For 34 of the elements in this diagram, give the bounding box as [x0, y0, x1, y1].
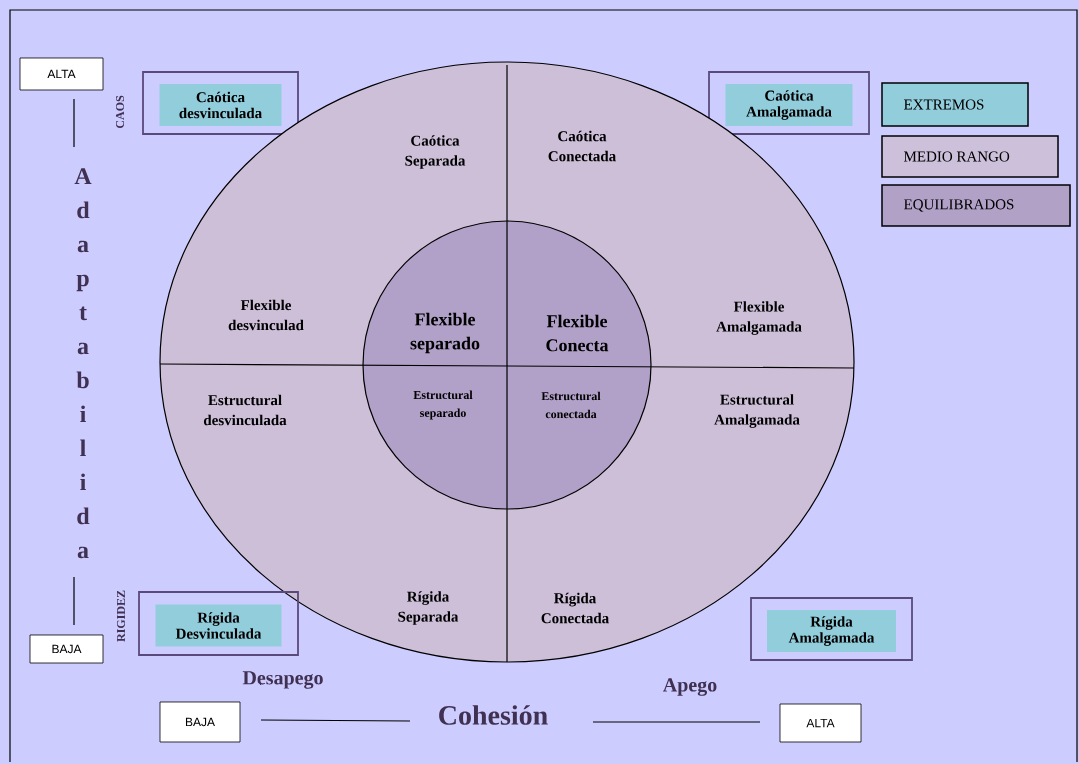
region-label: Estructural separado [413, 390, 473, 420]
frame-box [750, 597, 913, 661]
region-label: Estructural conectada [541, 391, 601, 419]
legend-text: MEDIO RANGO [904, 151, 1010, 162]
quadrant-box: Rígida Desvinculada [155, 604, 282, 647]
region-label: Caótica Conectada [548, 130, 616, 162]
scale-box: ALTA [779, 703, 862, 743]
region-label: Estructural desvinculada [203, 394, 287, 426]
region-label: Caótica Separada [405, 135, 466, 169]
axis-label: CAOS [115, 95, 125, 129]
region-label: Flexible Amalgamada [716, 301, 802, 335]
region-label: Flexible Conecta [546, 314, 609, 352]
region-label: Flexible separado [410, 312, 480, 354]
region-label: Flexible desvinculad [228, 299, 304, 331]
scale-box: ALTA [19, 57, 104, 91]
legend-text: EQUILIBRADOS [904, 199, 1014, 212]
region-label: Rígida Separada [398, 591, 459, 625]
inner-circle [362, 220, 652, 510]
frame-box [138, 591, 299, 656]
region-label: Rígida Conectada [541, 592, 609, 624]
axis-title: Adaptabilida [74, 168, 92, 559]
legend-text: EXTREMOS [904, 99, 984, 110]
axis-label: Apego [662, 678, 717, 696]
frame-box [142, 71, 299, 135]
axis-title: Cohesión [439, 705, 548, 725]
scale-box: BAJA [159, 701, 241, 743]
axis-label: RIGIDEZ [116, 590, 126, 642]
region-label: Estructural Amalgamada [714, 394, 800, 428]
scale-box: BAJA [29, 634, 104, 664]
quadrant-box: Caótica Amalgamada [725, 84, 853, 126]
frame-box [708, 71, 870, 135]
quadrant-box: Rígida Amalgamada [767, 610, 896, 652]
axis-label: Desapego [242, 671, 323, 689]
quadrant-box: Caótica desvinculada [159, 84, 282, 126]
